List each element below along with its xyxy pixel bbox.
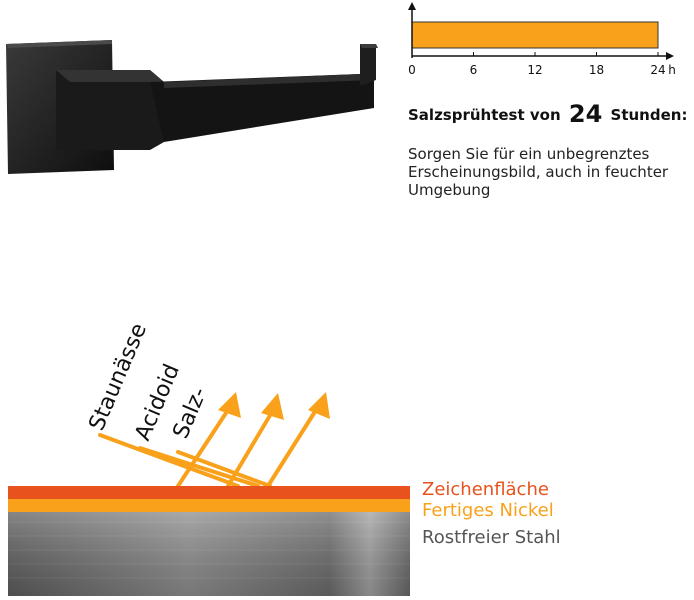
steel-shading	[8, 512, 410, 596]
layer-nickel	[8, 499, 410, 512]
y-axis-arrow-icon	[408, 2, 416, 10]
toilet-paper-holder-icon	[6, 40, 378, 174]
x-tick-label: 6	[470, 63, 478, 77]
salt-test-title-before: Salzsprühtest von	[408, 106, 561, 124]
reflected-arrows	[176, 408, 318, 488]
x-tick-label: 24	[650, 63, 665, 77]
x-unit-label: h	[668, 63, 676, 77]
bar	[411, 21, 659, 49]
salt-test-hours: 24	[568, 100, 603, 128]
salt-test-title: Salzsprühtest von 24 Stunden:	[408, 100, 687, 128]
salt-test-title-after: Stunden:	[610, 106, 688, 124]
layer-zeichenflaeche	[8, 486, 410, 499]
layer-label-steel: Rostfreier Stahl	[422, 527, 561, 548]
layer-label-nickel: Fertiges Nickel	[422, 500, 554, 521]
x-axis-arrow-icon	[666, 52, 674, 60]
x-tick-label: 18	[589, 63, 604, 77]
steel-brush-lines	[8, 521, 410, 579]
arrow-head-icon	[261, 393, 284, 420]
x-tick-label: 12	[527, 63, 542, 77]
x-tick-label: 0	[408, 63, 416, 77]
coating-layer-diagram: Staunässe Acidoid Salz- Zeichenfläche Fe…	[8, 320, 561, 596]
salt-test-description: Sorgen Sie für ein unbegrenztes Erschein…	[408, 145, 669, 199]
arrow-head-icon	[218, 392, 241, 418]
incoming-rays	[98, 433, 272, 488]
arrow-head-icon	[308, 392, 330, 419]
layer-label-zeichenflaeche: Zeichenfläche	[422, 479, 549, 500]
arrow-heads	[218, 392, 330, 420]
